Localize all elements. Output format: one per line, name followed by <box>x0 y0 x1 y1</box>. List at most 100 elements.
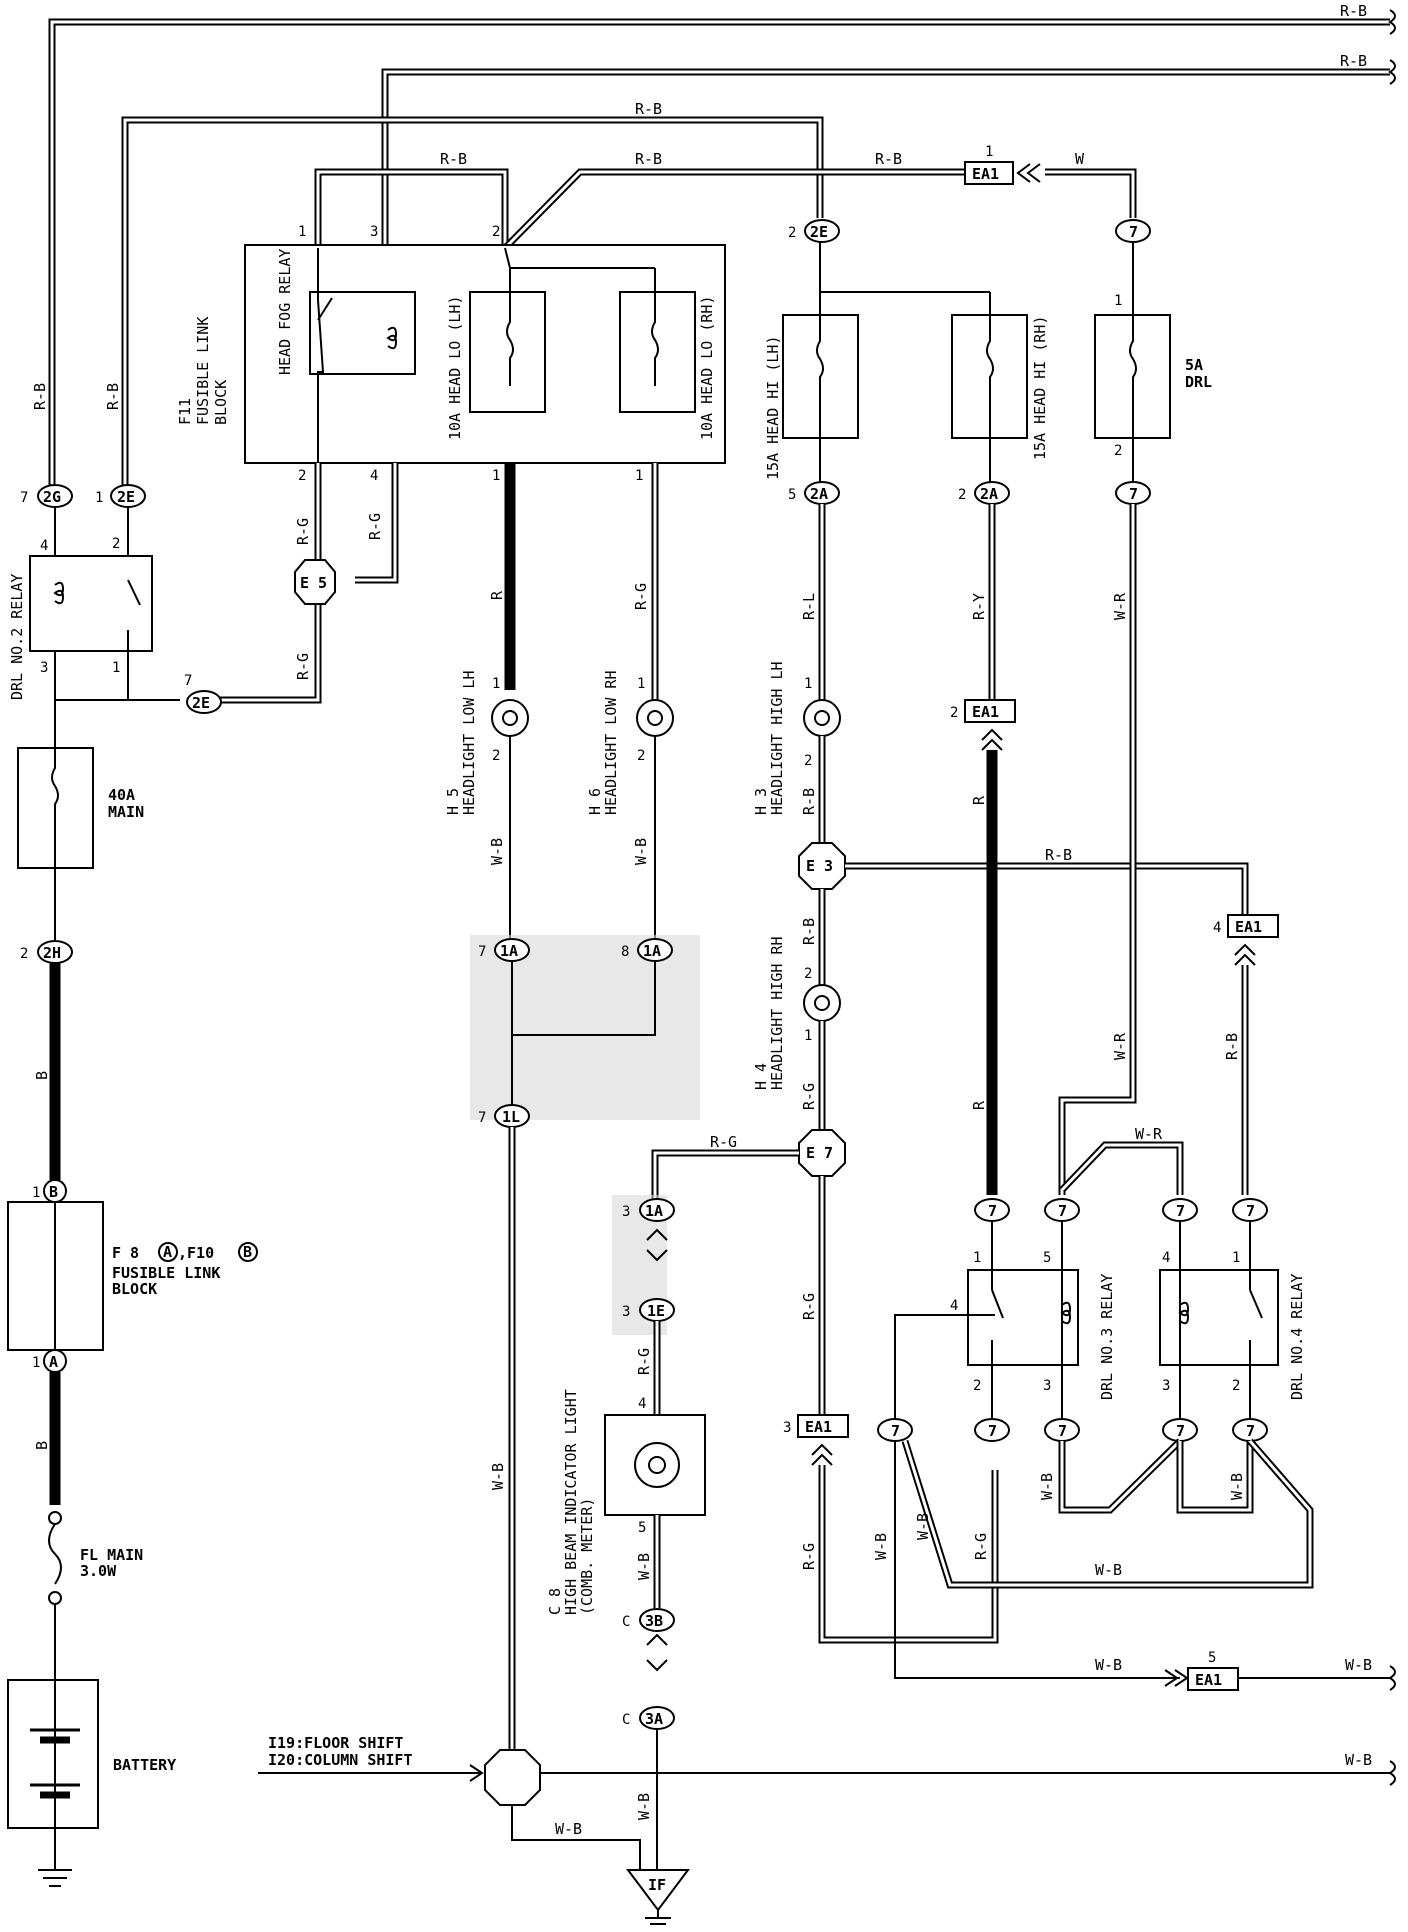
fuse-head-hi-rh-label: 15A HEAD HI (RH) <box>1031 316 1049 461</box>
pin-drl-fuse-2: 2 <box>1114 443 1122 459</box>
f8-title: F 8 <box>112 1244 139 1262</box>
pin-1a-3: 3 <box>622 1204 630 1220</box>
connector-ea1-top-label: EA1 <box>972 165 999 183</box>
wire-label-rb-3: R-B <box>635 100 662 118</box>
h5-id: H 5 <box>444 788 462 815</box>
pin-2e-top: 2 <box>788 225 796 241</box>
wire-label-b-2: B <box>33 1441 51 1450</box>
headlight-high-rh-bulb <box>803 984 841 1022</box>
f8-circle-a <box>158 1242 178 1262</box>
pin-f11-2: 2 <box>492 224 500 240</box>
connector-7-drl-bot-label: 7 <box>1129 485 1138 503</box>
pin-f11-1c: 1 <box>635 468 643 484</box>
connector-7-i-label: 7 <box>1246 1422 1255 1440</box>
drl2-relay-label: DRL NO.2 RELAY <box>8 574 26 700</box>
pin-ea1-5: 5 <box>1208 1650 1216 1666</box>
wire-label-rb-ea14: R-B <box>1223 1033 1241 1060</box>
pin-drl3-2: 2 <box>973 1378 981 1394</box>
drl3-relay-label: DRL NO.3 RELAY <box>1098 1274 1116 1400</box>
wire-label-b-1: B <box>33 1071 51 1080</box>
connector-1l-label: 1L <box>502 1108 520 1126</box>
connector-a-label: A <box>49 1353 58 1371</box>
pin-2e-drl: 7 <box>184 673 192 689</box>
junction-e5-label: E 5 <box>300 574 327 592</box>
wire-label-rg-ea1: R-G <box>800 1543 818 1570</box>
connector-7-f <box>974 1418 1010 1442</box>
pin-ea1-top: 1 <box>985 144 993 160</box>
pin-ea1-2: 2 <box>950 705 958 721</box>
head-fog-relay-label: HEAD FOG RELAY <box>276 249 294 375</box>
connector-ea1-3-label: EA1 <box>805 1418 832 1436</box>
connector-1a-h6-label: 1A <box>643 942 661 960</box>
connector-7-d-label: 7 <box>1246 1202 1255 1220</box>
connector-7-c-label: 7 <box>1176 1202 1185 1220</box>
wire-label-wb-r2: W-B <box>1228 1473 1246 1500</box>
connector-3b-label: 3B <box>645 1612 663 1630</box>
head-fog-relay-box <box>309 291 416 375</box>
h4-id: H 4 <box>752 1063 770 1090</box>
pin-2a-2: 2 <box>958 487 966 503</box>
pin-h4-2: 2 <box>804 966 812 982</box>
pin-a: 1 <box>32 1355 40 1371</box>
fuse-40a-label-b: MAIN <box>108 803 144 821</box>
wire-label-rg-e7: R-G <box>710 1133 737 1151</box>
high-beam-indicator-bulb <box>634 1442 680 1488</box>
connector-7-h-label: 7 <box>1176 1422 1185 1440</box>
pin-f11-2b: 2 <box>298 468 306 484</box>
wire-label-wb-ea15b: W-B <box>1345 1656 1372 1674</box>
drl4-relay-label: DRL NO.4 RELAY <box>1288 1274 1306 1400</box>
f8-circle-b <box>238 1242 258 1262</box>
pin-2e-left: 1 <box>95 490 103 506</box>
connector-7-a-label: 7 <box>988 1202 997 1220</box>
fuse-head-lo-lh <box>469 291 546 413</box>
f8-a: A <box>163 1243 172 1261</box>
connector-7-g-label: 7 <box>1058 1422 1067 1440</box>
pin-h4-1: 1 <box>804 1028 812 1044</box>
wire-label-rb-5: R-B <box>635 150 662 168</box>
wire-label-wb-gnd: W-B <box>555 1820 582 1838</box>
pin-2a-5: 5 <box>788 487 796 503</box>
pin-h3-2: 2 <box>804 753 812 769</box>
wire-label-wr-1: W-R <box>1111 592 1129 620</box>
wire-label-wb-i19: W-B <box>1345 1751 1372 1769</box>
connector-1e-label: 1E <box>647 1302 665 1320</box>
connector-ea1-4-label: EA1 <box>1235 918 1262 936</box>
pin-1e-3: 3 <box>622 1304 630 1320</box>
h5-name: HEADLIGHT LOW LH <box>460 671 478 816</box>
headlight-low-rh-bulb <box>636 699 674 737</box>
c8-id: C 8 <box>546 1588 564 1615</box>
wire-label-ry: R-Y <box>970 593 988 620</box>
pin-drl2-2: 2 <box>112 536 120 552</box>
wire-label-rb-1: R-B <box>1340 2 1367 20</box>
connector-2a-rh-label: 2A <box>980 485 998 503</box>
f8-name1: FUSIBLE LINK <box>112 1264 220 1282</box>
c8-name1: HIGH BEAM INDICATOR LIGHT <box>562 1389 580 1615</box>
pin-c8-4: 4 <box>638 1396 646 1412</box>
wire-label-rg-e5c: R-G <box>294 653 312 680</box>
wire-label-rg-e5a: R-G <box>294 518 312 545</box>
pin-h6-2: 2 <box>637 748 645 764</box>
wire-label-wb-c8: W-B <box>635 1553 653 1580</box>
pin-2h: 2 <box>20 946 28 962</box>
f8-sep: ,F10 <box>178 1244 214 1262</box>
connector-ea1-3 <box>797 1414 849 1438</box>
connector-2e-drl-label: 2E <box>192 694 210 712</box>
connector-3a-label: 3A <box>645 1710 663 1728</box>
pin-f11-3: 3 <box>370 224 378 240</box>
wire-label-r-3: R <box>970 1100 988 1110</box>
wire-label-wb-r1: W-B <box>1038 1473 1056 1500</box>
pin-drl2-3: 3 <box>40 660 48 676</box>
connector-7-drl-top-label: 7 <box>1129 223 1138 241</box>
f11-name2: BLOCK <box>212 380 230 425</box>
pin-drl2-1: 1 <box>112 660 120 676</box>
connector-7-f-label: 7 <box>988 1422 997 1440</box>
wire-label-rb-6: R-B <box>875 150 902 168</box>
drl-fuse-label-a: 5A <box>1185 356 1203 374</box>
connector-ea1-top <box>964 161 1014 185</box>
wire-label-r-1: R <box>488 590 506 600</box>
shaded-connector-region <box>470 935 700 1120</box>
battery <box>7 1679 99 1829</box>
h3-id: H 3 <box>752 788 770 815</box>
junction-i19-i20 <box>484 1749 541 1806</box>
